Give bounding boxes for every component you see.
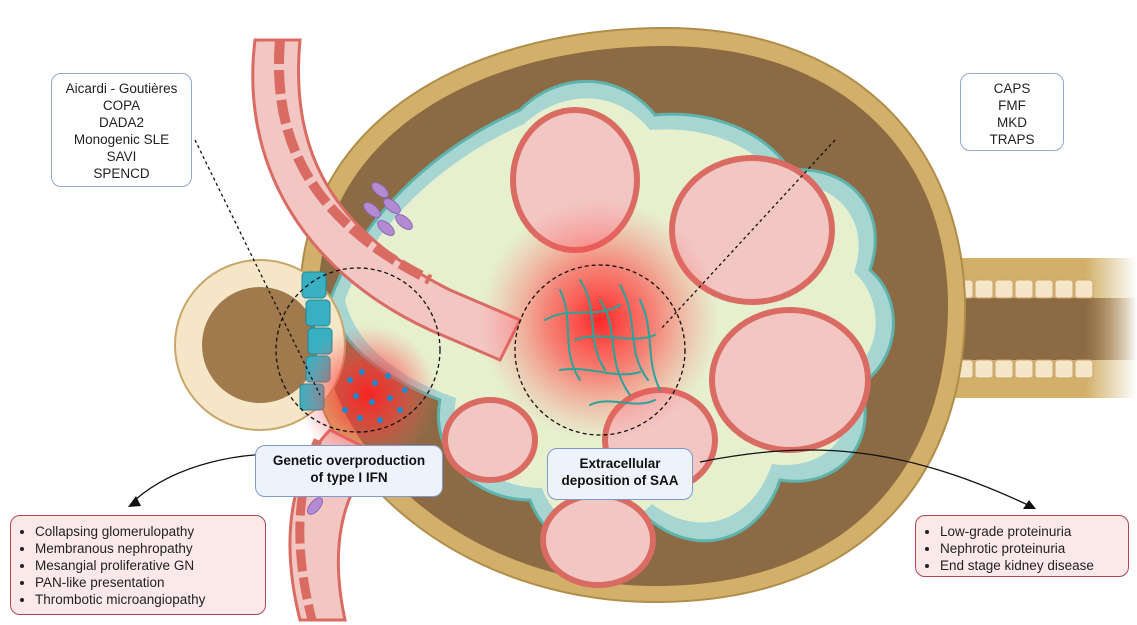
saa-outcome-box: Low-grade proteinuria Nephrotic proteinu… <box>915 515 1129 577</box>
ifn-mechanism-line-2: of type I IFN <box>264 469 434 486</box>
saa-outcome-3: End stage kidney disease <box>940 557 1118 574</box>
ifn-outcome-list: Collapsing glomerulopathy Membranous nep… <box>19 523 255 608</box>
saa-outcome-2: Nephrotic proteinuria <box>940 540 1118 557</box>
saa-disease-3: MKD <box>967 114 1057 131</box>
saa-mechanism-line-2: deposition of SAA <box>556 472 684 489</box>
ifn-outcome-box: Collapsing glomerulopathy Membranous nep… <box>10 515 266 615</box>
ifn-disease-6: SPENCD <box>58 165 185 182</box>
ifn-mechanism-line-1: Genetic overproduction <box>264 452 434 469</box>
saa-disease-box: CAPS FMF MKD TRAPS <box>960 73 1064 151</box>
saa-disease-4: TRAPS <box>967 131 1057 148</box>
ifn-disease-2: COPA <box>58 97 185 114</box>
saa-mechanism-box: Extracellular deposition of SAA <box>547 448 693 500</box>
saa-outcome-1: Low-grade proteinuria <box>940 523 1118 540</box>
saa-disease-1: CAPS <box>967 80 1057 97</box>
ifn-outcome-1: Collapsing glomerulopathy <box>35 523 255 540</box>
saa-disease-2: FMF <box>967 97 1057 114</box>
ifn-outcome-2: Membranous nephropathy <box>35 540 255 557</box>
saa-outcome-list: Low-grade proteinuria Nephrotic proteinu… <box>924 523 1118 574</box>
saa-mechanism-line-1: Extracellular <box>556 455 684 472</box>
ifn-disease-1: Aicardi - Goutières <box>58 80 185 97</box>
ifn-mechanism-box: Genetic overproduction of type I IFN <box>255 445 443 497</box>
ifn-disease-3: DADA2 <box>58 114 185 131</box>
ifn-disease-4: Monogenic SLE <box>58 131 185 148</box>
ifn-outcome-3: Mesangial proliferative GN <box>35 557 255 574</box>
ifn-disease-5: SAVI <box>58 148 185 165</box>
ifn-outcome-5: Thrombotic microangiopathy <box>35 591 255 608</box>
ifn-disease-box: Aicardi - Goutières COPA DADA2 Monogenic… <box>51 73 192 187</box>
ifn-outcome-4: PAN-like presentation <box>35 574 255 591</box>
